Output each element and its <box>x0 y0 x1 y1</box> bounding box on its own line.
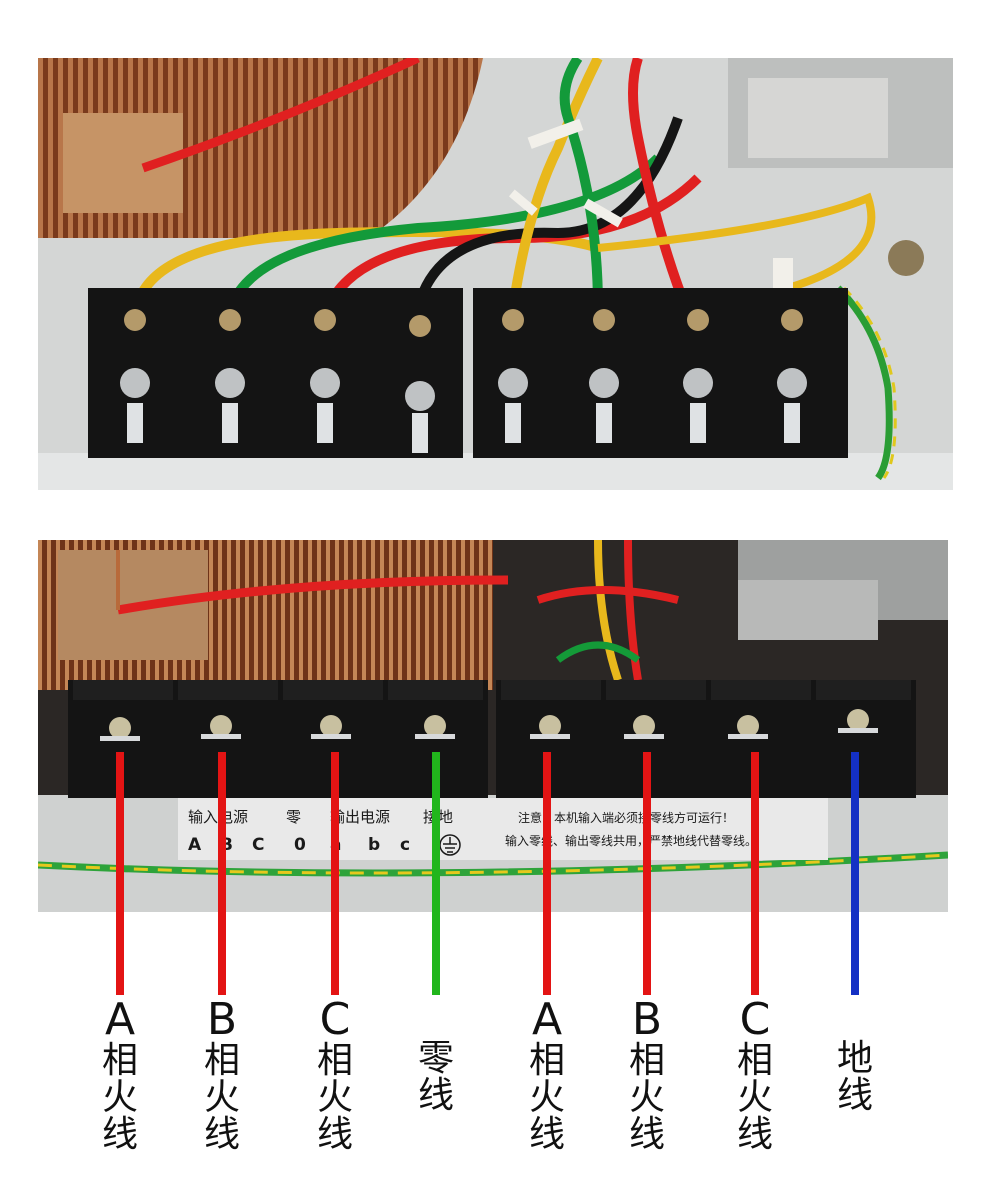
callout-char: 相 <box>628 1040 665 1081</box>
callout-char: 相 <box>101 1040 138 1081</box>
callout-char: 火 <box>203 1077 240 1118</box>
callout-line-8 <box>851 752 859 995</box>
label-notice-1: 注意：本机输入端必须接零线方可运行！ <box>518 810 734 825</box>
callout-line-2 <box>218 752 226 995</box>
callout-char: 线 <box>101 1114 138 1155</box>
callout-line-4 <box>432 752 440 995</box>
label-letter-b: b <box>368 835 380 855</box>
callout-char: 线 <box>736 1114 773 1155</box>
callout-line-7 <box>751 752 759 995</box>
ground-symbol-icon <box>439 834 461 856</box>
callout-line-1 <box>116 752 124 995</box>
callout-label-4: 零线 <box>406 1040 466 1114</box>
callout-char: 相 <box>736 1040 773 1081</box>
callout-letter: C <box>319 994 351 1045</box>
callout-char: 线 <box>528 1114 565 1155</box>
callout-char: 线 <box>203 1114 240 1155</box>
callout-line-6 <box>643 752 651 995</box>
callout-letter: A <box>104 994 136 1045</box>
callout-char: 线 <box>836 1075 873 1116</box>
callout-char: 火 <box>736 1077 773 1118</box>
label-letter-0: 0 <box>294 835 306 855</box>
callout-char: 火 <box>628 1077 665 1118</box>
terminal-label-plate <box>178 798 828 860</box>
label-neutral: 零 <box>286 808 301 826</box>
callout-char: 线 <box>417 1075 454 1116</box>
bottom-terminal-photo: 输入电源 零 输出电源 接地 A B C 0 a b c 注意：本机输入端必须接… <box>38 540 948 912</box>
top-terminal-illustration <box>38 58 953 490</box>
callout-char: 火 <box>528 1077 565 1118</box>
callout-char: 相 <box>316 1040 353 1081</box>
callout-letter: B <box>206 994 238 1045</box>
callout-letter: B <box>631 994 663 1045</box>
callout-char: 火 <box>316 1077 353 1118</box>
label-output-power: 输出电源 <box>330 808 390 826</box>
callout-char: 火 <box>101 1077 138 1118</box>
callout-char: 地 <box>836 1038 873 1079</box>
top-terminal-block-left <box>88 288 463 458</box>
callout-char: 相 <box>528 1040 565 1081</box>
callout-char: 零 <box>417 1038 454 1079</box>
callout-line-5 <box>543 752 551 995</box>
bottom-terminal-illustration: 输入电源 零 输出电源 接地 A B C 0 a b c 注意：本机输入端必须接… <box>38 540 948 912</box>
label-letter-C: C <box>252 835 264 855</box>
callout-letter: A <box>531 994 563 1045</box>
callout-char: 线 <box>316 1114 353 1155</box>
callout-label-8: 地线 <box>825 1040 885 1114</box>
top-terminal-photo <box>38 58 953 490</box>
callout-char: 线 <box>628 1114 665 1155</box>
callout-line-3 <box>331 752 339 995</box>
callout-char: 相 <box>203 1040 240 1081</box>
label-letter-A: A <box>188 835 202 855</box>
label-notice-2: 输入零线、输出零线共用，严禁地线代替零线。 <box>505 833 757 848</box>
callout-letter: C <box>739 994 771 1045</box>
label-letter-c: c <box>400 835 410 855</box>
